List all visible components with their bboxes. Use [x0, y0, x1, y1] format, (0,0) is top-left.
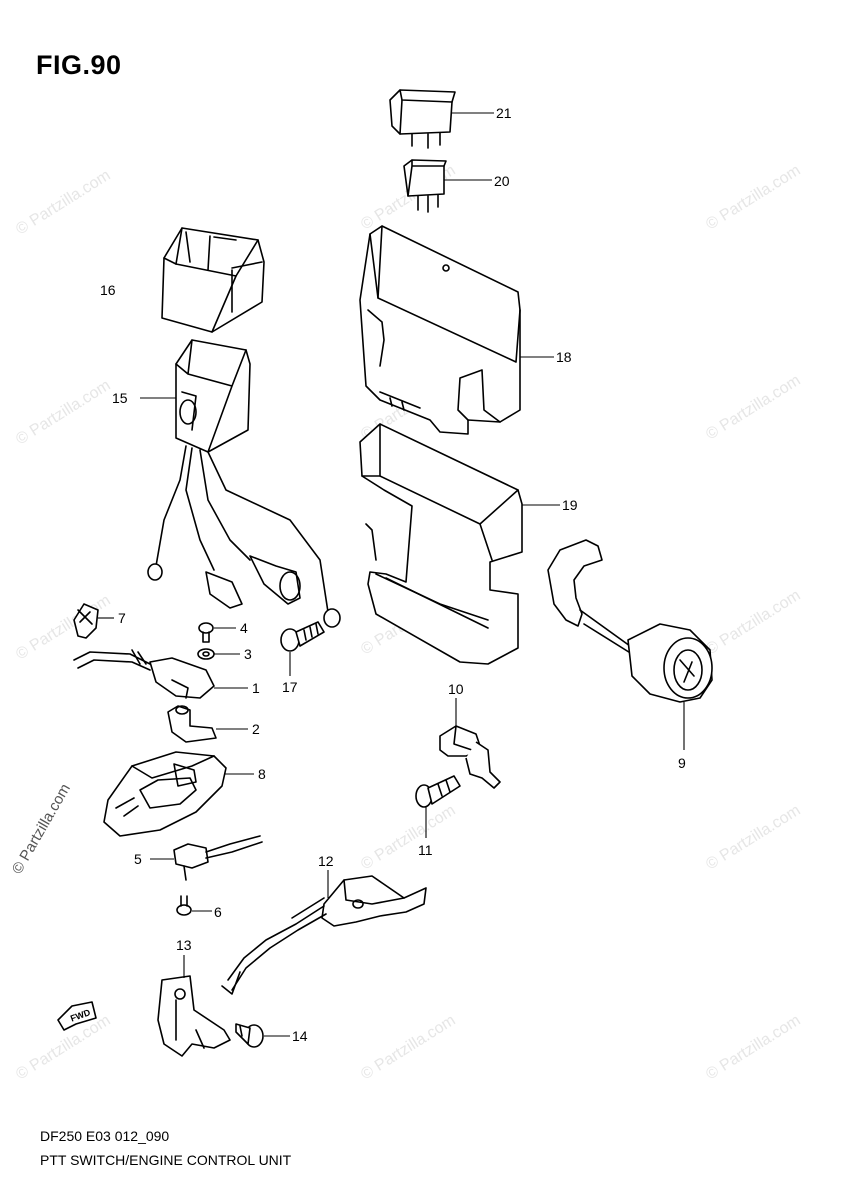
- watermark: © Partzilla.com: [703, 802, 803, 874]
- watermark: © Partzilla.com: [358, 802, 458, 874]
- part-3-washer[interactable]: 3: [197, 646, 252, 662]
- part-label: 6: [214, 904, 222, 920]
- part-label: 8: [258, 766, 266, 782]
- part-label: 18: [556, 349, 572, 365]
- part-label: 21: [496, 105, 512, 121]
- part-label: 7: [118, 610, 126, 626]
- part-label: 10: [448, 681, 464, 697]
- part-8-cover[interactable]: 8: [103, 751, 266, 837]
- watermark: © Partzilla.com: [358, 1012, 458, 1084]
- part-12-trim-sensor[interactable]: 12: [221, 853, 427, 995]
- part-21-relay[interactable]: 21: [389, 89, 512, 149]
- part-5-switch[interactable]: 5: [134, 835, 263, 881]
- part-label: 12: [318, 853, 334, 869]
- part-label: 19: [562, 497, 578, 513]
- part-4-screw[interactable]: 4: [198, 620, 248, 643]
- part-label: 5: [134, 851, 142, 867]
- part-label: 2: [252, 721, 260, 737]
- part-6-screw[interactable]: 6: [176, 895, 222, 920]
- part-label: 17: [282, 679, 298, 695]
- part-19-bracket[interactable]: 19: [359, 423, 578, 665]
- part-16-cover[interactable]: 16: [100, 227, 265, 333]
- part-14-screw[interactable]: 14: [235, 1023, 308, 1048]
- part-9-switch[interactable]: 9: [547, 539, 713, 771]
- part-7-clip[interactable]: 7: [73, 603, 126, 639]
- part-label: 13: [176, 937, 192, 953]
- part-13-clamp[interactable]: 13: [157, 937, 231, 1057]
- watermark: © Partzilla.com: [9, 781, 74, 877]
- part-label: 3: [244, 646, 252, 662]
- part-15-harness-box[interactable]: 15: [112, 339, 341, 628]
- figure-title: FIG.90: [36, 50, 122, 80]
- part-label: 14: [292, 1028, 308, 1044]
- part-label: 20: [494, 173, 510, 189]
- part-label: 1: [252, 680, 260, 696]
- watermark: © Partzilla.com: [703, 372, 803, 444]
- watermark: © Partzilla.com: [703, 162, 803, 234]
- part-1-sensor[interactable]: 1: [73, 649, 260, 699]
- part-label: 11: [418, 842, 433, 858]
- part-label: 16: [100, 282, 116, 298]
- watermark: © Partzilla.com: [703, 1012, 803, 1084]
- fwd-arrow-icon: FWD: [57, 1001, 97, 1031]
- part-17-bolt[interactable]: 17: [280, 621, 325, 695]
- part-20-relay[interactable]: 20: [403, 159, 510, 213]
- part-label: 4: [240, 620, 248, 636]
- diagram-name: PTT SWITCH/ENGINE CONTROL UNIT: [40, 1152, 292, 1168]
- part-label: 9: [678, 755, 686, 771]
- part-label: 15: [112, 390, 128, 406]
- part-11-bolt[interactable]: 11: [415, 775, 461, 858]
- part-2-magnet[interactable]: 2: [167, 705, 260, 743]
- diagram-code: DF250 E03 012_090: [40, 1128, 170, 1144]
- watermark: © Partzilla.com: [13, 167, 113, 239]
- watermark: © Partzilla.com: [13, 377, 113, 449]
- part-10-bracket[interactable]: 10: [439, 681, 501, 789]
- part-18-ecu[interactable]: 18: [359, 225, 572, 435]
- watermark: © Partzilla.com: [703, 587, 803, 659]
